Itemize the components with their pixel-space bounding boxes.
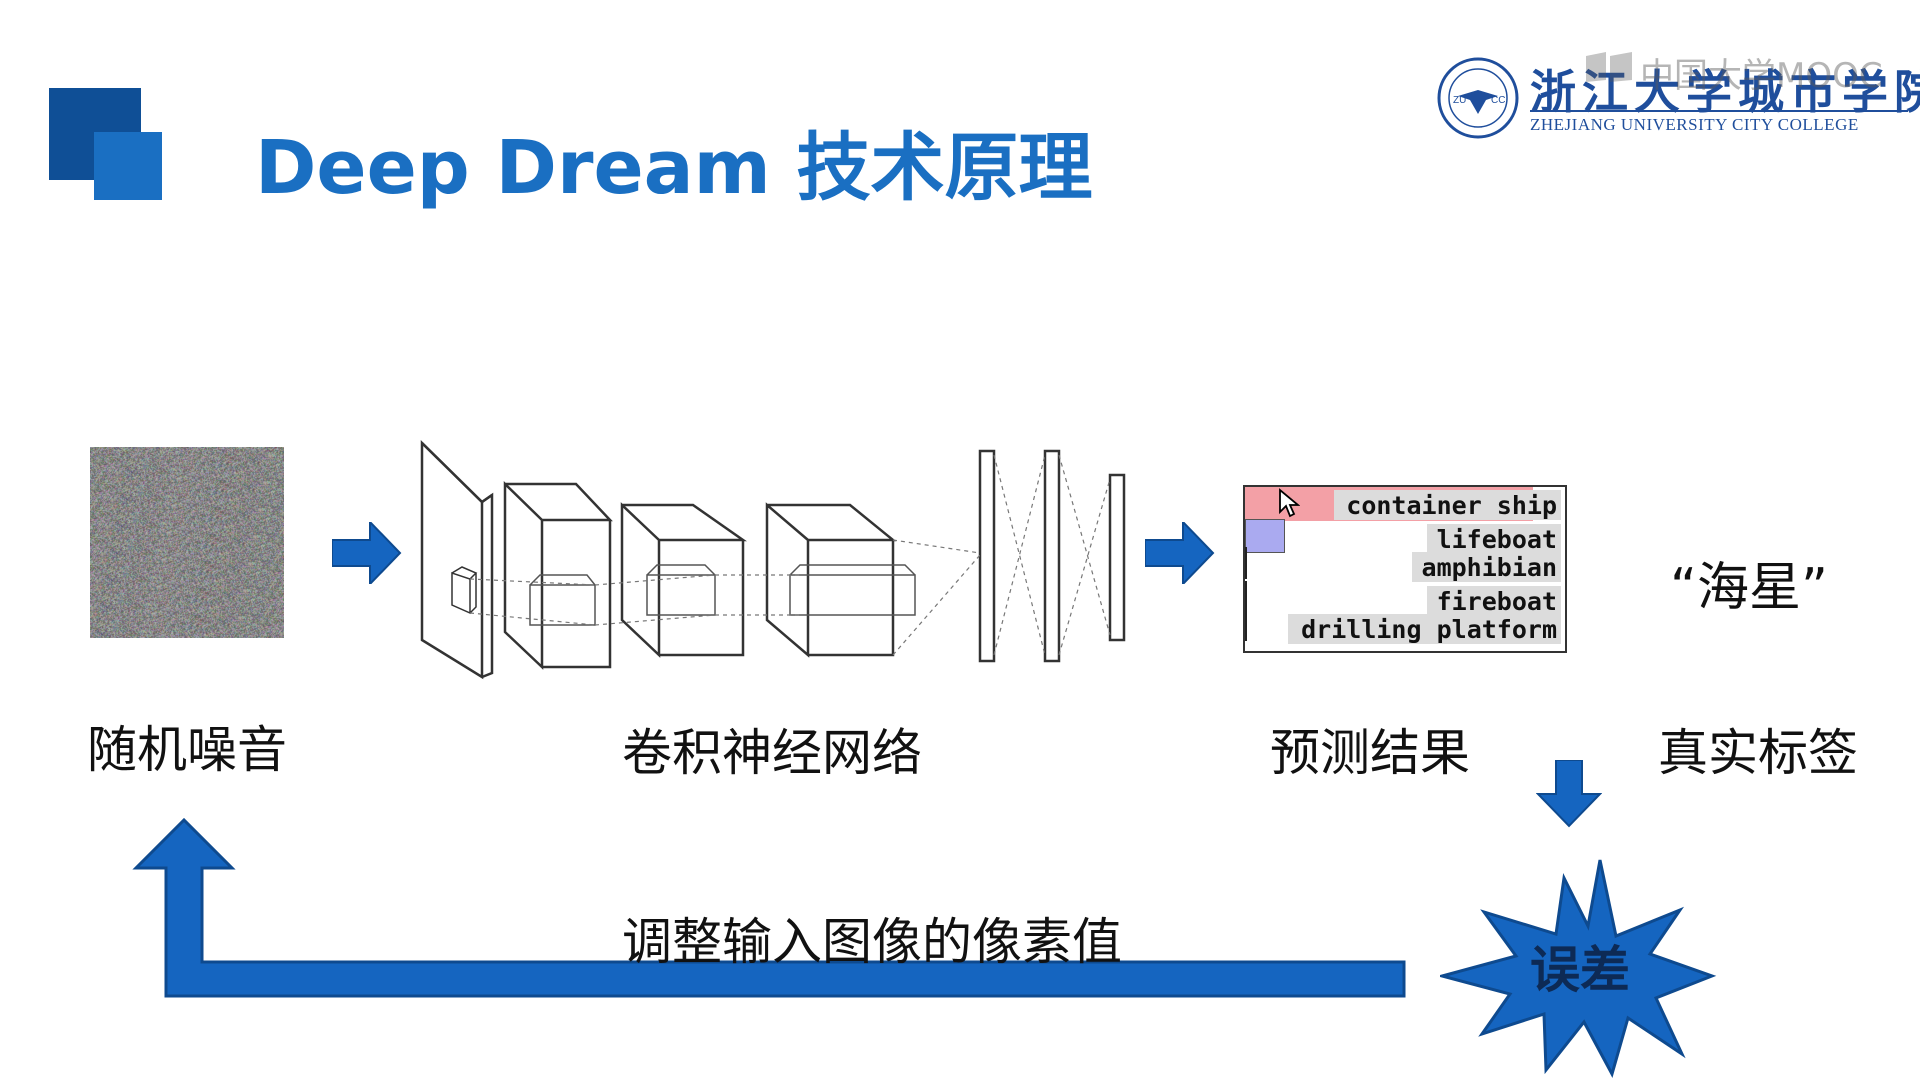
arrow-down-icon [1536, 760, 1602, 828]
prediction-score-bar [1245, 609, 1247, 641]
college-seal-icon: ZU CC [1437, 57, 1519, 139]
arrow-right-icon-2 [1145, 522, 1215, 584]
cnn-fc-layer-3 [1108, 473, 1126, 642]
prediction-label: 预测结果 [1270, 724, 1470, 782]
seal-text-zu: ZU [1453, 95, 1466, 106]
prediction-item: fireboat [1436, 587, 1557, 616]
cnn-fc-layer-1 [978, 449, 996, 663]
error-starburst-icon [1440, 859, 1717, 1078]
mooc-watermark: 中国大学MOOC [1640, 56, 1883, 96]
prediction-item: lifeboat [1436, 525, 1557, 554]
noise-label: 随机噪音 [87, 721, 287, 779]
feedback-arrow-icon [132, 818, 1406, 998]
cnn-conv-layer-2 [620, 502, 747, 658]
prediction-item: container ship [1346, 491, 1557, 520]
cnn-fc-layer-2 [1043, 449, 1061, 663]
mooc-logo-icon [1586, 52, 1632, 82]
prediction-label-bg [1411, 552, 1561, 582]
prediction-label-bg [1334, 490, 1561, 520]
error-label: 误差 [1530, 941, 1630, 999]
true-label-title: 真实标签 [1658, 724, 1858, 782]
arrow-right-icon [332, 522, 402, 584]
cnn-conv-layer-1 [503, 481, 613, 670]
seal-text-cc: CC [1491, 95, 1505, 106]
feedback-label: 调整输入图像的像素值 [622, 913, 1122, 971]
prediction-score-bar [1245, 519, 1285, 553]
college-name-en: ZHEJIANG UNIVERSITY CITY COLLEGE [1530, 115, 1859, 134]
prediction-label-bg [1287, 614, 1561, 644]
prediction-score-bar [1245, 581, 1247, 613]
slide-title: Deep Dream 技术原理 [255, 125, 1093, 211]
mouse-cursor-icon [1279, 488, 1300, 518]
cnn-conv-layer-3 [765, 502, 897, 658]
cnn-kernel-box [451, 566, 478, 615]
cnn-label: 卷积神经网络 [622, 724, 922, 782]
title-deco-front-square [94, 132, 162, 200]
random-noise-image [90, 447, 284, 638]
cnn-input-layer [420, 440, 484, 680]
prediction-score-bar [1245, 547, 1247, 579]
college-underline [1530, 110, 1908, 112]
prediction-item: drilling platform [1301, 615, 1557, 644]
cnn-diagram [420, 440, 1126, 680]
true-label-value: “海星” [1670, 558, 1828, 618]
prediction-label-bg [1427, 524, 1561, 554]
prediction-item: amphibian [1421, 553, 1557, 582]
prediction-label-bg [1427, 586, 1561, 616]
